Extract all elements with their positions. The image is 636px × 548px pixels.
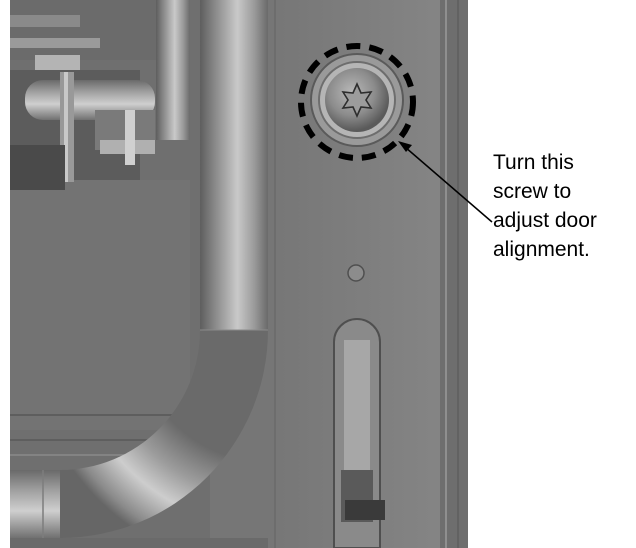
frame-tube-bend bbox=[60, 330, 268, 538]
torx-screw-icon bbox=[310, 53, 404, 147]
callout-arrow bbox=[398, 141, 493, 223]
hinge-mechanism bbox=[10, 0, 190, 190]
frame-tube-horizontal bbox=[10, 470, 60, 538]
callout-line-4: alignment. bbox=[493, 238, 590, 261]
screw-highlight-circle bbox=[298, 43, 416, 161]
door-latch-slot bbox=[333, 318, 385, 548]
callout-text: Turn this screw to adjust door alignment… bbox=[493, 148, 633, 264]
callout-line-1: Turn this bbox=[493, 151, 574, 174]
panel-hole bbox=[347, 264, 365, 282]
callout-line-2: screw to bbox=[493, 180, 572, 203]
callout-line-3: adjust door bbox=[493, 209, 597, 232]
frame-tube-vertical bbox=[200, 0, 268, 330]
